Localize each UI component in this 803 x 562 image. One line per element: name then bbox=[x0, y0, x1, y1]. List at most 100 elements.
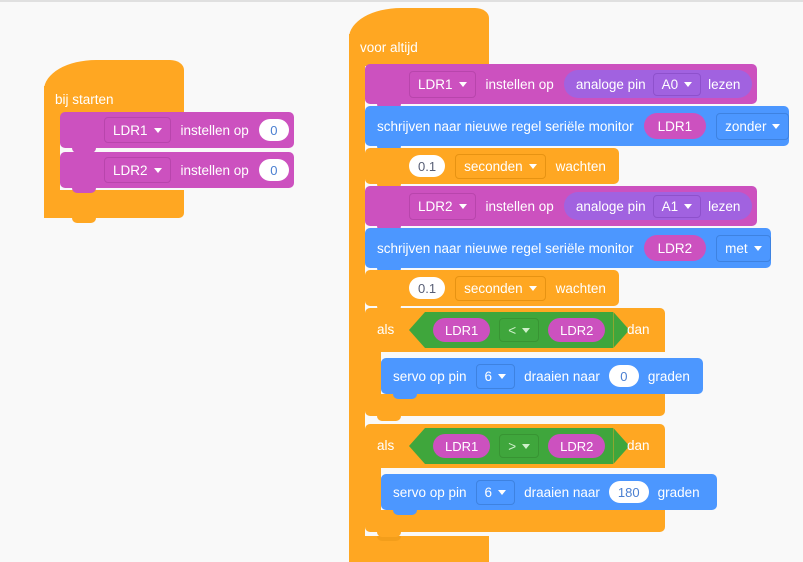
set-variable-text: instellen op bbox=[180, 162, 249, 178]
variable-dropdown-ldr2[interactable]: LDR2 bbox=[409, 192, 476, 220]
if-spine-1 bbox=[365, 352, 381, 400]
servo-angle-input-1[interactable]: 0 bbox=[608, 365, 639, 387]
set-variable-text: instellen op bbox=[485, 76, 554, 92]
chevron-down-icon bbox=[522, 443, 531, 449]
variable-pill-left[interactable]: LDR1 bbox=[433, 434, 491, 458]
hat-dome-bij-starten bbox=[44, 60, 184, 90]
serial-option-label: met bbox=[725, 240, 748, 256]
servo-angle-input-2[interactable]: 180 bbox=[608, 481, 649, 503]
block-notch bbox=[393, 510, 417, 515]
serial-option-dropdown-zonder[interactable]: zonder bbox=[716, 112, 790, 140]
chevron-down-icon bbox=[498, 489, 507, 495]
block-serial-print-ldr1[interactable]: schrijven naar nieuwe regel seriële moni… bbox=[365, 106, 790, 151]
variable-pill-ldr1[interactable]: LDR1 bbox=[643, 113, 707, 139]
variable-dropdown-label: LDR1 bbox=[418, 76, 453, 92]
servo-pin-dropdown-2[interactable]: 6 bbox=[475, 479, 516, 505]
block-notch bbox=[377, 532, 401, 537]
variable-pill-ldr2[interactable]: LDR2 bbox=[643, 235, 707, 261]
pin-dropdown-a0[interactable]: A0 bbox=[652, 72, 702, 96]
block-servo-0-degrees[interactable]: servo op pin 6 draaien naar 0 graden bbox=[381, 358, 703, 399]
c-bottom-notch-loop bbox=[377, 536, 401, 541]
block-servo-180-degrees[interactable]: servo op pin 6 draaien naar 180 graden bbox=[381, 474, 717, 515]
pin-dropdown-a1[interactable]: A1 bbox=[652, 194, 702, 218]
reporter-prefix-label: analoge pin bbox=[575, 76, 646, 92]
block-set-ldr1-setup[interactable]: LDR1 instellen op 0 bbox=[60, 112, 294, 153]
block-if-greater-than[interactable]: als LDR1 > LDR2 dan bbox=[365, 424, 665, 537]
condition-ldr1-lt-ldr2[interactable]: LDR1 < LDR2 bbox=[409, 312, 630, 348]
then-label-1: dan bbox=[627, 322, 650, 337]
chevron-down-icon bbox=[684, 81, 693, 87]
script-forever-loop[interactable]: voor altijd bbox=[349, 8, 489, 562]
block-notch bbox=[377, 308, 401, 313]
c-bottom-setup bbox=[44, 190, 184, 218]
variable-dropdown-ldr1[interactable]: LDR1 bbox=[409, 70, 476, 98]
variable-dropdown-ldr2[interactable]: LDR2 bbox=[104, 157, 171, 183]
serial-print-text: schrijven naar nieuwe regel seriële moni… bbox=[377, 240, 634, 256]
reporter-suffix-label: lezen bbox=[708, 76, 741, 92]
chevron-down-icon bbox=[522, 327, 531, 333]
hat-body-voor-altijd[interactable] bbox=[349, 34, 489, 66]
block-set-ldr2-read-a1[interactable]: LDR2 instellen op analoge pin A1 lezen bbox=[365, 186, 757, 231]
serial-option-dropdown-met[interactable]: met bbox=[716, 234, 771, 262]
hex-left-edge bbox=[409, 428, 425, 464]
if-spine-2 bbox=[365, 468, 381, 516]
chevron-down-icon bbox=[458, 203, 467, 209]
reporter-analog-read-a1[interactable]: analoge pin A1 lezen bbox=[563, 192, 753, 220]
operator-symbol: > bbox=[508, 438, 517, 454]
hat-label-voor-altijd: voor altijd bbox=[360, 40, 418, 55]
chevron-down-icon bbox=[153, 127, 162, 133]
wait-unit-dropdown-1[interactable]: seconden bbox=[455, 153, 546, 179]
if-label-2: als bbox=[377, 438, 395, 453]
script-setup[interactable]: bij starten bbox=[44, 60, 184, 223]
servo-prefix-label: servo op pin bbox=[393, 484, 467, 500]
block-wait-2[interactable]: 0.1 seconden wachten bbox=[365, 270, 619, 311]
chevron-down-icon bbox=[684, 203, 693, 209]
reporter-prefix-label: analoge pin bbox=[575, 198, 646, 214]
operator-less-than[interactable]: LDR1 < LDR2 bbox=[425, 312, 614, 348]
block-set-ldr1-read-a0[interactable]: LDR1 instellen op analoge pin A0 lezen bbox=[365, 64, 757, 109]
c-spine-loop bbox=[349, 66, 365, 536]
pin-dropdown-label: A1 bbox=[661, 198, 679, 214]
block-notch bbox=[393, 394, 417, 399]
wait-unit-label: seconden bbox=[464, 158, 523, 174]
wait-unit-label: seconden bbox=[464, 280, 523, 296]
servo-pin-label: 6 bbox=[484, 368, 493, 384]
variable-dropdown-ldr1[interactable]: LDR1 bbox=[104, 117, 171, 143]
c-bottom-notch-setup bbox=[72, 218, 96, 223]
value-input-ldr2[interactable]: 0 bbox=[258, 159, 289, 181]
block-set-ldr2-setup[interactable]: LDR2 instellen op 0 bbox=[60, 152, 294, 193]
condition-ldr1-gt-ldr2[interactable]: LDR1 > LDR2 bbox=[409, 428, 630, 464]
c-bottom-loop bbox=[349, 536, 489, 562]
chevron-down-icon bbox=[458, 81, 467, 87]
chevron-down-icon bbox=[753, 245, 762, 251]
operator-symbol: < bbox=[508, 322, 517, 338]
variable-dropdown-label: LDR1 bbox=[113, 122, 148, 138]
operator-greater-than[interactable]: LDR1 > LDR2 bbox=[425, 428, 614, 464]
block-notch bbox=[72, 148, 96, 153]
servo-pin-dropdown-1[interactable]: 6 bbox=[475, 363, 516, 389]
operator-dropdown-2[interactable]: > bbox=[499, 434, 540, 458]
hat-dome-voor-altijd bbox=[349, 8, 489, 38]
variable-dropdown-label: LDR2 bbox=[113, 162, 148, 178]
if-footer-1 bbox=[365, 394, 665, 416]
pin-dropdown-label: A0 bbox=[661, 76, 679, 92]
wait-duration-input-2[interactable]: 0.1 bbox=[409, 277, 446, 299]
wait-unit-dropdown-2[interactable]: seconden bbox=[455, 275, 546, 301]
wait-duration-input-1[interactable]: 0.1 bbox=[409, 155, 446, 177]
servo-pin-label: 6 bbox=[484, 484, 493, 500]
block-if-less-than[interactable]: als LDR1 < LDR2 dan bbox=[365, 308, 665, 421]
value-input-ldr1[interactable]: 0 bbox=[258, 119, 289, 141]
block-wait-1[interactable]: 0.1 seconden wachten bbox=[365, 148, 619, 189]
block-serial-print-ldr2[interactable]: schrijven naar nieuwe regel seriële moni… bbox=[365, 228, 771, 273]
operator-dropdown-1[interactable]: < bbox=[499, 318, 540, 342]
hat-label-bij-starten: bij starten bbox=[55, 92, 114, 107]
servo-suffix-label: graden bbox=[657, 484, 700, 500]
variable-pill-left[interactable]: LDR1 bbox=[433, 318, 491, 342]
variable-pill-right[interactable]: LDR2 bbox=[548, 318, 606, 342]
variable-pill-right[interactable]: LDR2 bbox=[548, 434, 606, 458]
serial-option-label: zonder bbox=[725, 118, 767, 134]
set-variable-text: instellen op bbox=[180, 122, 249, 138]
reporter-analog-read-a0[interactable]: analoge pin A0 lezen bbox=[563, 70, 753, 98]
chevron-down-icon bbox=[772, 123, 781, 129]
